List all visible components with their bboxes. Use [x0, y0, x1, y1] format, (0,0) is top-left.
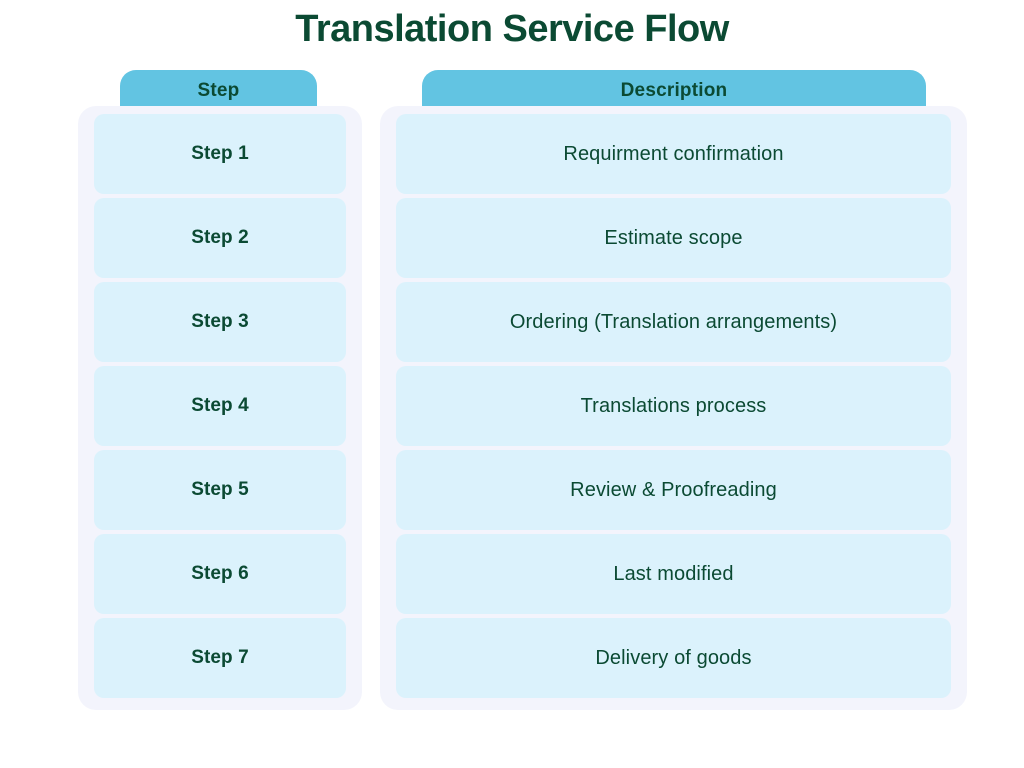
table-row: Translations process	[396, 366, 951, 446]
table-row: Review & Proofreading	[396, 450, 951, 530]
table-row: Step 1	[94, 114, 346, 194]
column-body-description: Requirment confirmation Estimate scope O…	[380, 106, 967, 710]
table-row: Step 5	[94, 450, 346, 530]
table-row: Delivery of goods	[396, 618, 951, 698]
table-row: Step 6	[94, 534, 346, 614]
table-row: Last modified	[396, 534, 951, 614]
flow-table: Step Step 1 Step 2 Step 3 Step 4 Step 5 …	[0, 70, 1024, 720]
table-row: Estimate scope	[396, 198, 951, 278]
column-header-step: Step	[120, 70, 317, 112]
column-body-step: Step 1 Step 2 Step 3 Step 4 Step 5 Step …	[78, 106, 362, 710]
table-row: Step 3	[94, 282, 346, 362]
page-title: Translation Service Flow	[295, 8, 729, 50]
column-header-description: Description	[422, 70, 926, 112]
table-row: Step 7	[94, 618, 346, 698]
table-row: Step 4	[94, 366, 346, 446]
table-row: Ordering (Translation arrangements)	[396, 282, 951, 362]
table-row: Requirment confirmation	[396, 114, 951, 194]
table-row: Step 2	[94, 198, 346, 278]
